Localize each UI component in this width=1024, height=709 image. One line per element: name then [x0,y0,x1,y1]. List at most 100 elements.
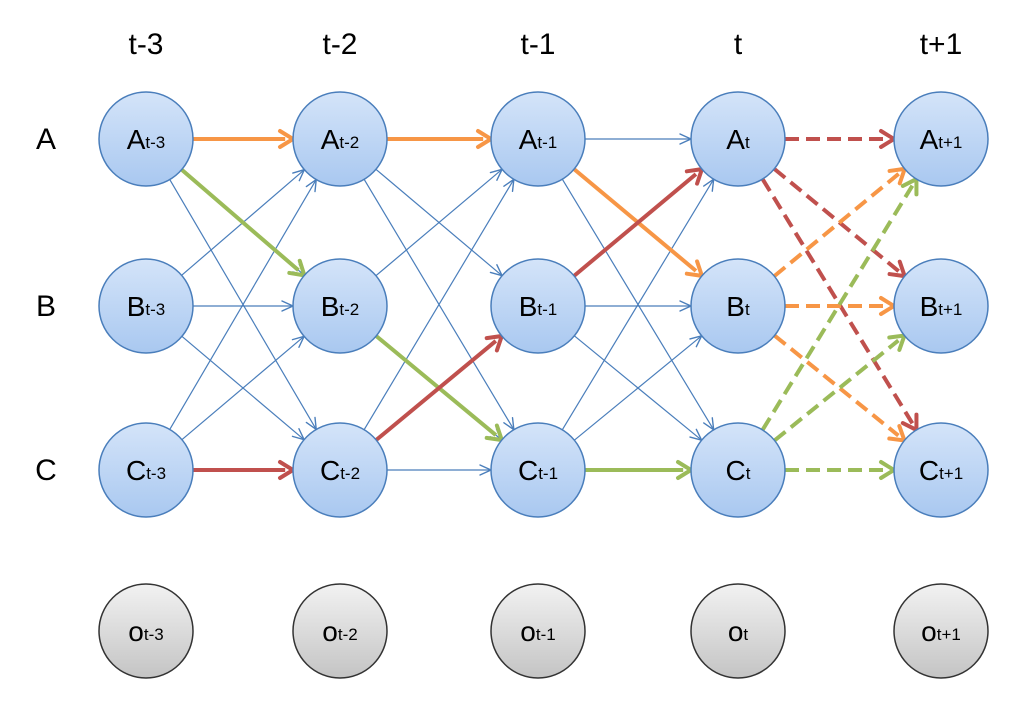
node-symbol: A [519,124,538,155]
state-node: Ct-1 [490,422,586,518]
path-arrow-green [585,460,695,480]
node-time-index: t [745,300,750,319]
node-symbol: B [519,291,538,322]
node-time-index: t-2 [340,464,360,483]
transition-arrow [585,300,693,312]
svg-text:At-2: At-2 [321,124,360,155]
svg-text:Ct-1: Ct-1 [518,455,558,486]
row-label: A [36,123,56,156]
state-node: At-3 [98,91,194,187]
node-time-index: t+1 [938,133,962,152]
row-label: C [35,454,57,487]
node-symbol: C [518,455,538,486]
node-time-index: t [745,133,750,152]
observation-node: ot [690,583,786,679]
state-node: Ct [690,422,786,518]
highlighted-edges [180,129,705,480]
svg-text:ot-3: ot-3 [128,616,163,647]
node-time-index: t-2 [339,133,359,152]
node-symbol: A [920,124,939,155]
node-symbol: B [321,291,340,322]
transition-arrow [585,133,693,145]
node-symbol: A [127,124,146,155]
node-symbol: C [126,455,146,486]
svg-text:Bt-1: Bt-1 [519,291,558,322]
node-time-index: t-1 [537,300,557,319]
node-symbol: B [726,291,745,322]
row-label: B [36,290,56,323]
svg-text:ot: ot [728,616,749,647]
state-node: Ct-3 [98,422,194,518]
state-node: Ct-2 [292,422,388,518]
svg-text:Ct+1: Ct+1 [919,455,963,486]
svg-text:ot+1: ot+1 [921,616,961,647]
path-arrow-orange [387,129,495,149]
predicted-arrow-green [785,460,898,480]
node-symbol: B [127,291,146,322]
observation-node: ot+1 [893,583,989,679]
svg-text:Ct: Ct [726,455,751,486]
node-time-index: t-2 [339,300,359,319]
node-time-index: t-1 [537,133,557,152]
node-time-index: t-3 [144,625,164,644]
node-symbol: A [726,124,745,155]
svg-text:Bt+1: Bt+1 [920,291,963,322]
node-symbol: C [726,455,746,486]
node-symbol: C [919,455,939,486]
svg-text:Bt-3: Bt-3 [127,291,166,322]
svg-text:Bt-2: Bt-2 [321,291,360,322]
state-node: At [690,91,786,187]
predicted-arrow-red [785,129,898,149]
column-label: t-2 [322,28,357,61]
column-label: t-1 [520,28,555,61]
state-node: Bt-1 [490,258,586,354]
svg-text:At-3: At-3 [127,124,166,155]
node-time-index: t-3 [146,464,166,483]
state-node: Bt [690,258,786,354]
svg-text:Ct-2: Ct-2 [320,455,360,486]
svg-text:At: At [726,124,750,155]
node-time-index: t-1 [536,625,556,644]
dashed-edges [760,129,919,480]
state-node: At-1 [490,91,586,187]
path-arrow-red [193,460,297,480]
state-node: Bt+1 [893,258,989,354]
node-symbol: o [322,616,338,647]
state-node: Ct+1 [893,422,989,518]
observation-node: ot-3 [98,583,194,679]
node-symbol: B [920,291,939,322]
column-label: t-3 [128,28,163,61]
transition-arrow [387,464,493,476]
node-time-index: t+1 [937,625,961,644]
svg-text:ot-2: ot-2 [322,616,357,647]
node-time-index: t-3 [145,133,165,152]
node-symbol: o [128,616,144,647]
node-symbol: C [320,455,340,486]
transition-arrow [193,300,295,312]
node-symbol: o [520,616,536,647]
node-time-index: t-3 [145,300,165,319]
svg-text:Ct-3: Ct-3 [126,455,166,486]
node-time-index: t [743,625,748,644]
thin-edges [169,133,715,476]
svg-text:At+1: At+1 [920,124,963,155]
node-time-index: t-1 [538,464,558,483]
node-time-index: t+1 [938,300,962,319]
column-label: t+1 [920,28,963,61]
state-node: At-2 [292,91,388,187]
observation-node: ot-2 [292,583,388,679]
node-time-index: t [746,464,751,483]
predicted-arrow-orange [785,296,898,316]
state-node: Bt-3 [98,258,194,354]
node-symbol: A [321,124,340,155]
path-arrow-orange [193,129,297,149]
state-node: Bt-2 [292,258,388,354]
node-symbol: o [728,616,744,647]
svg-text:ot-1: ot-1 [520,616,555,647]
node-symbol: o [921,616,937,647]
column-label: t [734,28,743,61]
svg-text:Bt: Bt [726,291,750,322]
